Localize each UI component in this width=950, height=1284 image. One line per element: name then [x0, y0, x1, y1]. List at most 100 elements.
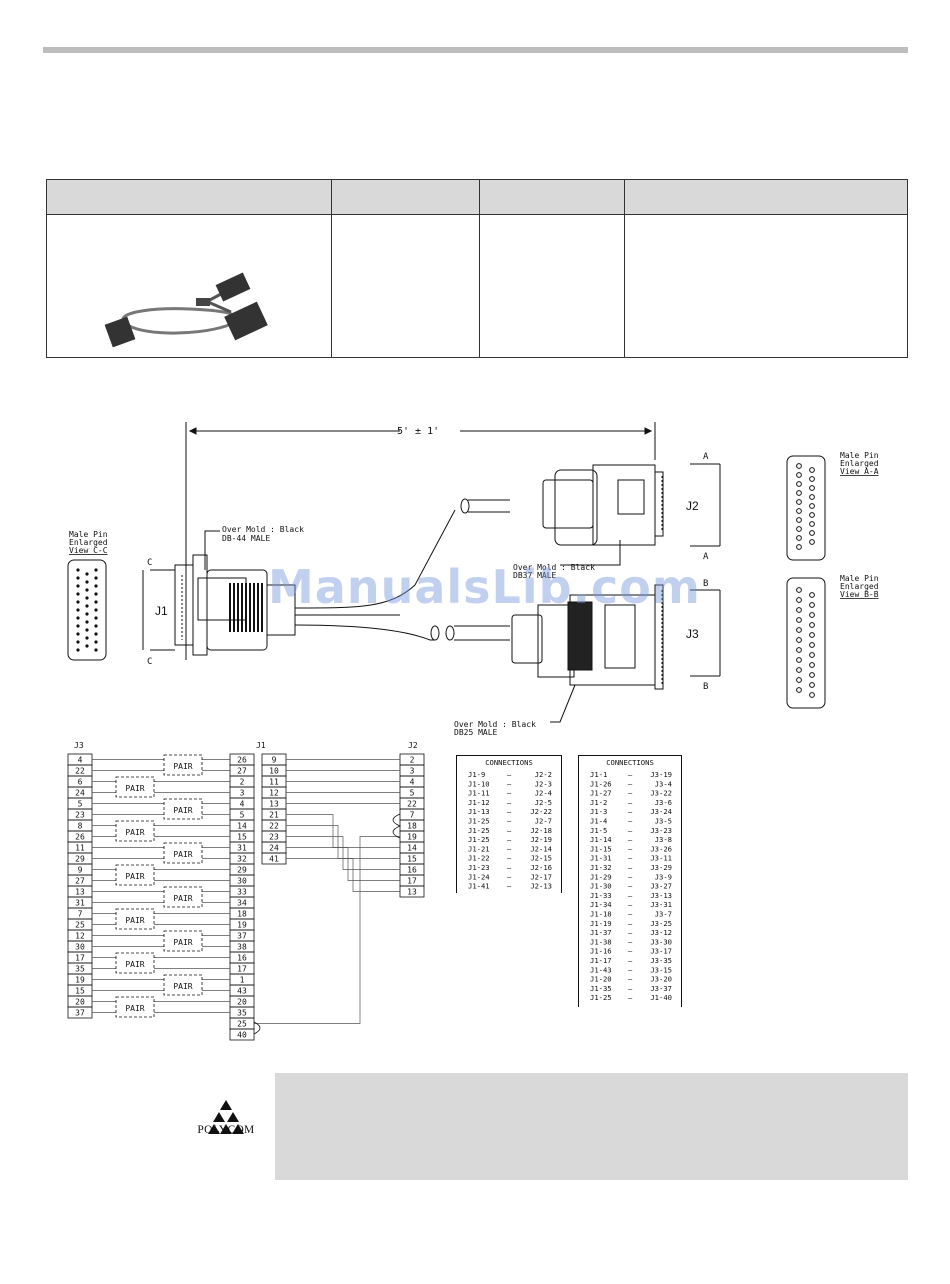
conn-j3-dash: –: [628, 835, 633, 844]
conn-j3-from: J1-5: [590, 826, 607, 835]
pair-label: PAIR: [125, 916, 144, 925]
j1-pin: 33: [237, 888, 247, 897]
j1-pin-right: 12: [269, 789, 279, 798]
j2-header: J2: [408, 741, 418, 750]
j1-pin-right: 21: [269, 811, 279, 820]
pair-label: PAIR: [173, 850, 192, 859]
conn-j3-dash: –: [628, 882, 633, 891]
j1-pin: 4: [240, 800, 245, 809]
column-divider: [331, 180, 332, 357]
cable-photo: [104, 272, 268, 348]
j1-pin-right: 13: [269, 800, 279, 809]
j2-pin: 4: [410, 778, 415, 787]
pair-label: PAIR: [173, 762, 192, 771]
j1-pin-right: 9: [272, 756, 277, 765]
conn-j2-to: J2-5: [535, 798, 552, 807]
brand-name: POLYCOM: [197, 1124, 255, 1136]
conn-j3-to: J3-4: [655, 779, 672, 788]
pair-bracket: [115, 820, 155, 842]
conn-j3-from: J1-34: [590, 900, 612, 909]
conn-j3-to: J1-40: [650, 993, 672, 1002]
j1-pin-right: 41: [269, 855, 279, 864]
spec-table-header: [47, 180, 907, 215]
j3-pin: 15: [75, 987, 85, 996]
j1-pin: 37: [237, 932, 247, 941]
conn-j2-to: J2-18: [530, 826, 552, 835]
j2-pin: 22: [407, 800, 417, 809]
conn-j3-from: J1-38: [590, 937, 612, 946]
conn-j3-dash: –: [628, 919, 633, 928]
conn-j3-dash: –: [628, 984, 633, 993]
conn-j2-from: J1-41: [468, 882, 490, 891]
view-cc-line1: Male Pin: [69, 530, 108, 539]
conn-j3-from: J1-14: [590, 835, 612, 844]
conn-j2-from: J1-9: [468, 770, 485, 779]
conn-j3-from: J1-33: [590, 891, 612, 900]
conn-j3-to: J3-25: [650, 919, 672, 928]
conn-j3-dash: –: [628, 910, 633, 919]
conn-j3-from: J1-20: [590, 975, 612, 984]
j3-pin: 11: [75, 844, 85, 853]
conn-j2-border: [456, 755, 562, 893]
conn-j3-to: J3-15: [650, 965, 672, 974]
j1-pin: 35: [237, 1009, 247, 1018]
conn-j3-dash: –: [628, 844, 633, 853]
j2-pin: 16: [407, 866, 417, 875]
j1-pin: 15: [237, 833, 247, 842]
conn-j2-dash: –: [507, 854, 512, 863]
conn-j3-dash: –: [628, 891, 633, 900]
j1-pin: 38: [237, 943, 247, 952]
conn-j3-from: J1-29: [590, 872, 612, 881]
j1-pin: 14: [237, 822, 247, 831]
conn-j2-dash: –: [507, 863, 512, 872]
j1-pin: 32: [237, 855, 247, 864]
section-a-bottom: A: [703, 552, 709, 562]
j3-pin: 17: [75, 954, 85, 963]
conn-j3-to: J3-8: [655, 835, 672, 844]
conn-j3-to: J3-6: [655, 798, 672, 807]
conn-j2-from: J1-25: [468, 826, 490, 835]
conn-j3-to: J3-13: [650, 891, 672, 900]
conn-j2-to: J2-19: [530, 835, 552, 844]
conn-j3-dash: –: [628, 947, 633, 956]
conn-j3-from: J1-18: [590, 910, 612, 919]
conn-j3-to: J3-27: [650, 882, 672, 891]
pair-bracket: [163, 798, 203, 820]
conn-j2-to: J2-22: [530, 807, 552, 816]
conn-j3-to: J3-29: [650, 863, 672, 872]
j3-pin: 23: [75, 811, 85, 820]
conn-j3-dash: –: [628, 779, 633, 788]
pair-bracket: [115, 952, 155, 974]
conn-j3-from: J1-16: [590, 947, 612, 956]
jumper: [392, 813, 402, 839]
conn-j2-dash: –: [507, 835, 512, 844]
pair-label: PAIR: [173, 806, 192, 815]
wire: [286, 825, 400, 859]
conn-j3-from: J1-30: [590, 882, 612, 891]
conn-j3-dash: –: [628, 817, 633, 826]
conn-j2-dash: –: [507, 817, 512, 826]
conn-j2-dash: –: [507, 844, 512, 853]
conn-j3-dash: –: [628, 975, 633, 984]
conn-j3-dash: –: [628, 770, 633, 779]
pair-bracket: [115, 908, 155, 930]
top-rule: [43, 47, 908, 53]
conn-j3-dash: –: [628, 798, 633, 807]
overmold-db44-line1: Over Mold : Black: [222, 525, 304, 534]
conn-j3-to: J3-17: [650, 947, 672, 956]
j3-pin: 25: [75, 921, 85, 930]
conn-j3-to: J3-37: [650, 984, 672, 993]
view-bb-line3: View B-B: [840, 590, 879, 599]
j3-pin: 24: [75, 789, 85, 798]
j1-pin: 3: [240, 789, 245, 798]
j1-pin-right: 23: [269, 833, 279, 842]
j1-pin: 20: [237, 998, 247, 1007]
length-dimension: 5' ± 1': [397, 426, 439, 437]
j1-pin: 1: [240, 976, 245, 985]
conn-j3-from: J1-27: [590, 789, 612, 798]
conn-j3-dash: –: [628, 928, 633, 937]
section-b-bottom: B: [703, 682, 708, 692]
conn-j3-to: J3-24: [650, 807, 672, 816]
conn-j3-from: J1-17: [590, 956, 612, 965]
conn-j3-from: J1-43: [590, 965, 612, 974]
